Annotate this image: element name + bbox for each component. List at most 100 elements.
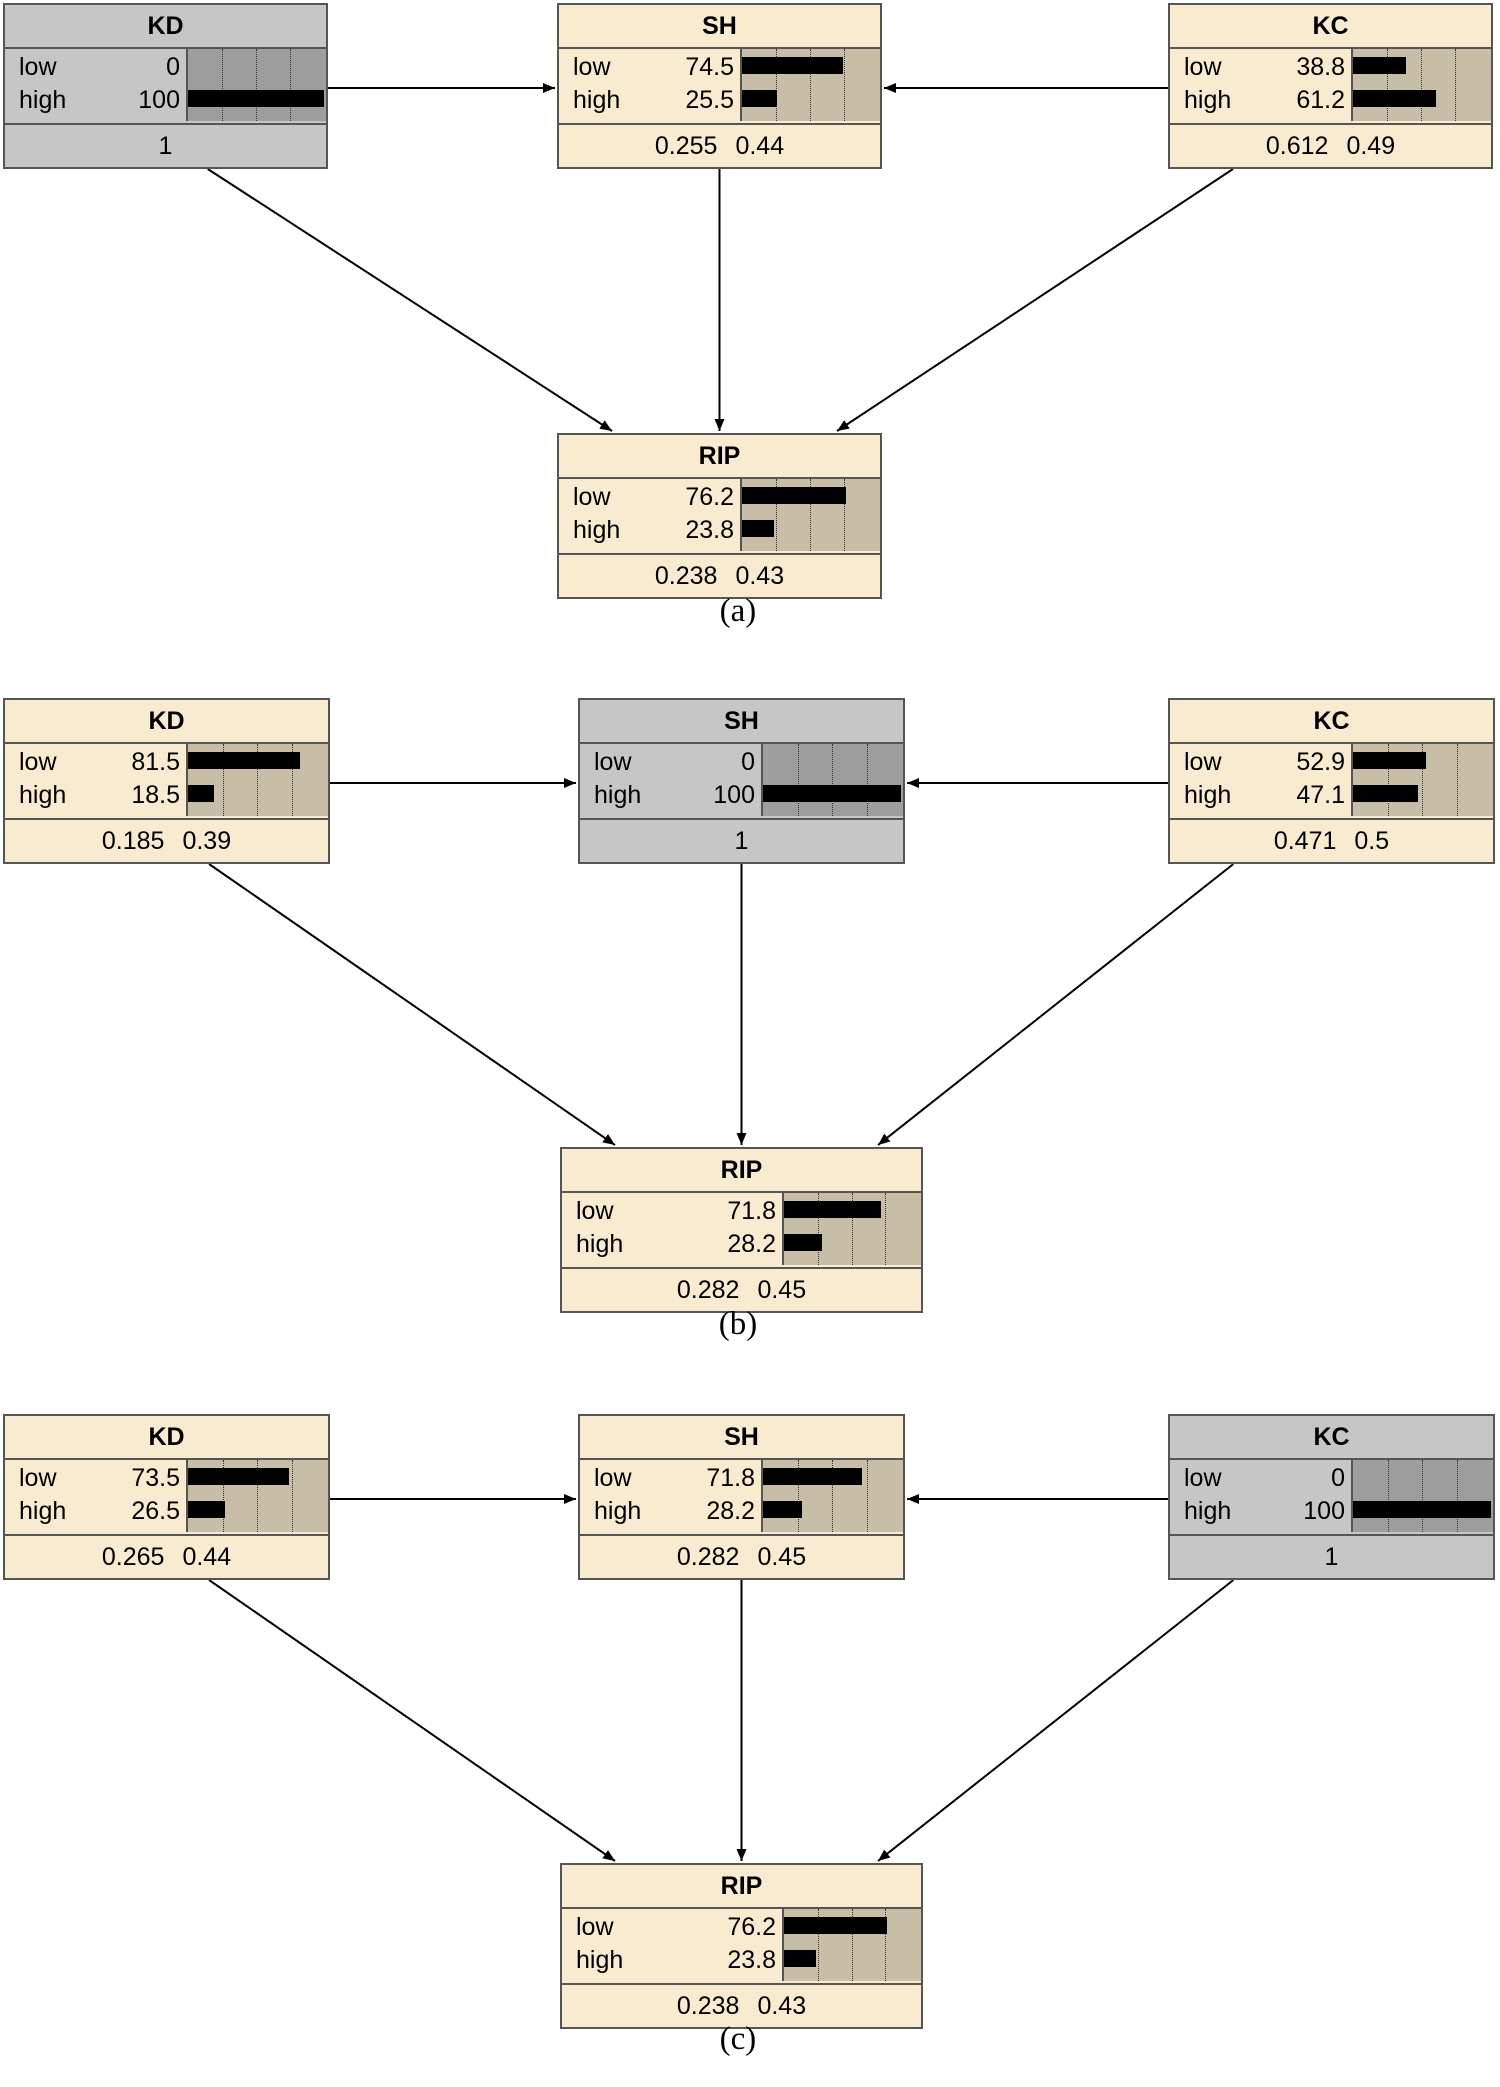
- bar-grid-line: [1457, 744, 1458, 816]
- bar-grid-line: [223, 744, 224, 816]
- bar-grid-line: [885, 1909, 886, 1981]
- state-value: 52.9: [1296, 748, 1345, 776]
- node-title: SH: [580, 1416, 903, 1460]
- node-title: KC: [1170, 1416, 1493, 1460]
- state-label: high: [573, 86, 621, 114]
- panel-caption: (b): [718, 1306, 758, 1342]
- node-mean: 1: [734, 827, 749, 855]
- probability-bar-high: [742, 90, 777, 107]
- node-std-dev: 0.49: [1346, 132, 1396, 160]
- node-summary: 1: [1170, 1534, 1493, 1578]
- state-label: low: [573, 53, 611, 81]
- state-value: 23.8: [727, 1946, 776, 1974]
- bar-grid-line: [844, 479, 845, 551]
- probability-bar-panel: [186, 49, 326, 121]
- state-value: 28.2: [706, 1497, 755, 1525]
- state-value: 73.5: [131, 1464, 180, 1492]
- state-value: 71.8: [706, 1464, 755, 1492]
- state-value: 25.5: [685, 86, 734, 114]
- probability-bar-high: [1353, 785, 1418, 802]
- state-value: 100: [713, 781, 755, 809]
- state-label: low: [573, 483, 611, 511]
- node-mean: 0.265: [101, 1543, 165, 1571]
- probability-bar-high: [188, 1501, 225, 1518]
- node-mean: 0.255: [654, 132, 718, 160]
- node-std-dev: 0.5: [1354, 827, 1390, 855]
- bar-grid-line: [257, 1460, 258, 1532]
- bar-grid-line: [852, 1193, 853, 1265]
- state-label: low: [1184, 53, 1222, 81]
- bar-grid-line: [818, 1193, 819, 1265]
- bar-grid-line: [1422, 1460, 1423, 1532]
- panel-caption: (a): [719, 593, 757, 629]
- edge-kd-to-rip: [207, 168, 613, 432]
- bar-grid-line: [257, 744, 258, 816]
- probability-bar-panel: [186, 744, 328, 816]
- state-value: 0: [741, 748, 755, 776]
- node-std-dev: 0.43: [735, 562, 785, 590]
- probability-bar-high: [763, 785, 901, 802]
- bar-grid-line: [292, 744, 293, 816]
- state-value: 76.2: [727, 1913, 776, 1941]
- state-value: 100: [138, 86, 180, 114]
- probability-bar-high: [784, 1234, 822, 1251]
- state-label: high: [576, 1230, 624, 1258]
- probability-bar-panel: [186, 1460, 328, 1532]
- bar-grid-line: [810, 49, 811, 121]
- bar-grid-line: [290, 49, 291, 121]
- bar-grid-line: [852, 1909, 853, 1981]
- state-label: low: [576, 1913, 614, 1941]
- state-row-high: high 25.5: [559, 84, 742, 117]
- probability-bar-panel: [1351, 49, 1491, 121]
- state-value: 100: [1303, 1497, 1345, 1525]
- bar-grid-line: [1421, 49, 1422, 121]
- node-summary: 1: [580, 818, 903, 862]
- probability-bar-high: [763, 1501, 802, 1518]
- state-value: 23.8: [685, 516, 734, 544]
- panel-caption: (c): [719, 2021, 757, 2057]
- state-value: 18.5: [131, 781, 180, 809]
- state-label: high: [19, 1497, 67, 1525]
- node-title: KD: [5, 5, 326, 49]
- probability-bar-low: [742, 487, 846, 504]
- probability-bar-panel: [740, 479, 880, 551]
- node-title: KC: [1170, 5, 1491, 49]
- node-title: RIP: [559, 435, 880, 479]
- bar-grid-line: [885, 1193, 886, 1265]
- node-title: KC: [1170, 700, 1493, 744]
- probability-bar-high: [742, 520, 774, 537]
- state-value: 28.2: [727, 1230, 776, 1258]
- bar-grid-line: [776, 49, 777, 121]
- state-label: low: [576, 1197, 614, 1225]
- bar-grid-line: [1387, 49, 1388, 121]
- node-title: SH: [559, 5, 880, 49]
- bar-grid-line: [1457, 1460, 1458, 1532]
